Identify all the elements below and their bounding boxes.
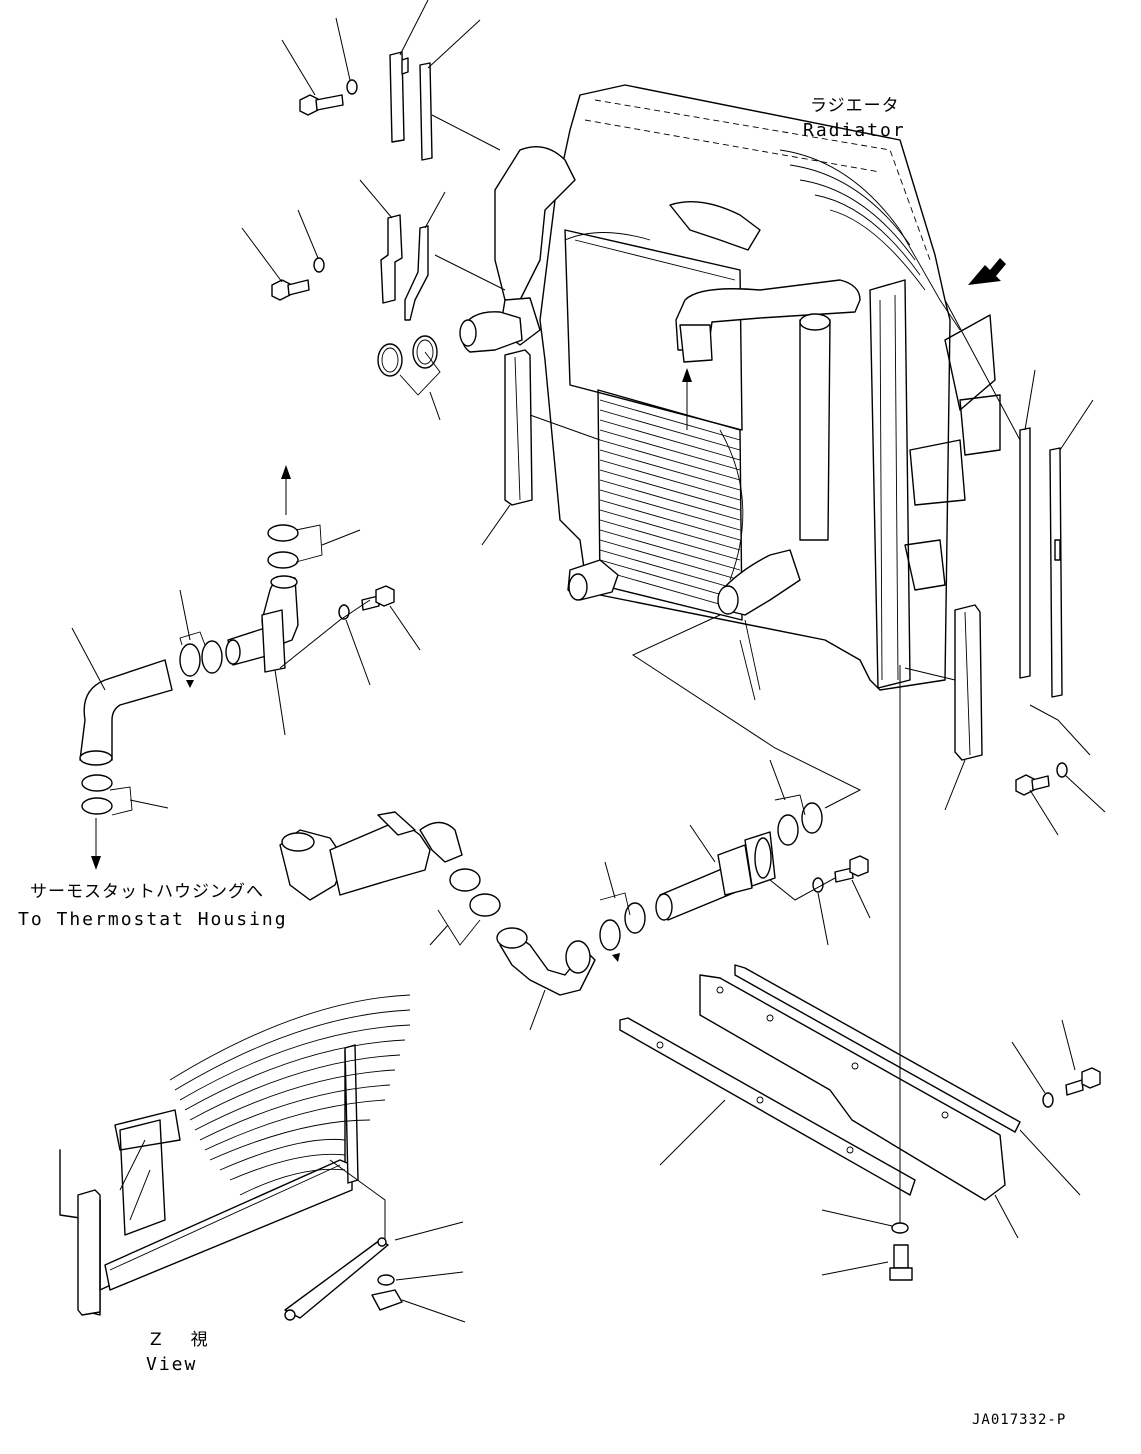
bottom-plate-group bbox=[619, 665, 1101, 1281]
left-seal-strip bbox=[481, 349, 601, 546]
radiator-core bbox=[597, 389, 743, 621]
hose-clamp-pair bbox=[377, 335, 441, 396]
flow-arrow-icon bbox=[682, 368, 692, 430]
radiator-label-en: Radiator bbox=[803, 120, 906, 141]
thermostat-label-en: To Thermostat Housing bbox=[18, 909, 288, 930]
radiator-label-jp: ラジエータ bbox=[810, 96, 900, 116]
right-seal-group bbox=[904, 299, 1106, 836]
radiator-assembly bbox=[459, 84, 1006, 701]
top-bracket-group bbox=[241, 0, 506, 421]
view-direction-arrow-icon bbox=[968, 258, 1006, 285]
left-hose-assembly bbox=[71, 465, 421, 870]
middle-hose-assembly bbox=[279, 614, 871, 1031]
view-label-en: View bbox=[146, 1354, 198, 1375]
z-view-mesh bbox=[169, 994, 411, 1196]
z-view-detail bbox=[59, 994, 466, 1323]
drawing-code: JA017332-P bbox=[972, 1412, 1067, 1428]
view-label-jp: Z 視 bbox=[150, 1330, 214, 1350]
thermostat-label-jp: サーモスタットハウジングへ bbox=[30, 882, 264, 902]
